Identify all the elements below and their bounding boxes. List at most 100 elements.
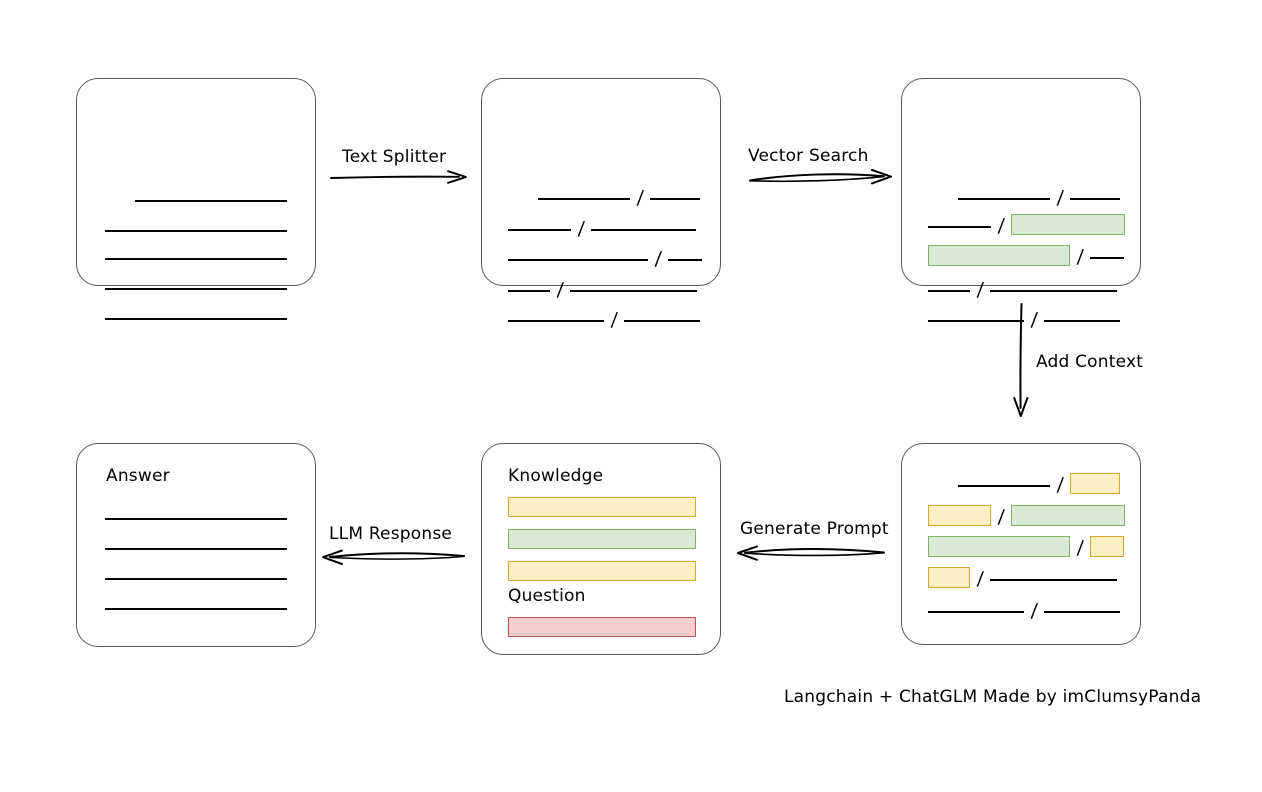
- text-rule: [508, 319, 604, 322]
- split-slash: /: [1056, 186, 1065, 209]
- split-slash: /: [1076, 536, 1085, 559]
- split-slash: /: [976, 278, 985, 301]
- split-slash: /: [636, 186, 645, 209]
- question-bar-red: [508, 617, 696, 637]
- question-label: Question: [508, 586, 586, 606]
- text-rule: [958, 197, 1050, 200]
- text-rule: [570, 289, 698, 292]
- arrow-text-splitter: [330, 170, 467, 184]
- source-document-box[interactable]: [76, 78, 316, 320]
- doc-line: /: [538, 186, 701, 213]
- matched-chunk-green: [1011, 504, 1126, 526]
- answer-rule: [105, 548, 287, 550]
- knowledge-bar-green: [508, 529, 696, 549]
- text-rule: [928, 289, 970, 292]
- context-chunk-yellow: [928, 566, 970, 588]
- text-rule: [928, 610, 1024, 613]
- split-document-box[interactable]: / / / / /: [481, 78, 721, 331]
- answer-rule: [105, 608, 287, 610]
- text-rule: [928, 225, 991, 228]
- source-document-lines: [77, 79, 315, 320]
- matched-chunk-green: [928, 535, 1070, 557]
- doc-line: /: [928, 308, 1121, 335]
- text-rule: [668, 258, 703, 261]
- doc-line: /: [508, 308, 701, 335]
- answer-rule: [105, 578, 287, 580]
- split-slash: /: [997, 505, 1006, 528]
- text-rule: [1070, 197, 1121, 200]
- text-rule: [990, 289, 1118, 292]
- split-slash: /: [976, 567, 985, 590]
- text-rule: [591, 228, 697, 231]
- arrow-llm-response: [322, 549, 465, 565]
- text-rule: [508, 258, 648, 261]
- matched-chunk-green: [1011, 213, 1126, 235]
- text-rule: [1090, 256, 1125, 259]
- knowledge-label: Knowledge: [508, 466, 604, 486]
- split-slash: /: [556, 278, 565, 301]
- footer-credit: Langchain + ChatGLM Made by imClumsyPand…: [784, 687, 1202, 707]
- doc-line: /: [928, 566, 1118, 594]
- vector-matched-document-box[interactable]: / / / / /: [901, 78, 1141, 331]
- text-rule: [958, 484, 1050, 487]
- doc-line: [105, 277, 287, 303]
- split-slash: /: [1030, 599, 1039, 622]
- context-chunk-yellow: [1070, 472, 1121, 494]
- split-slash: /: [1076, 245, 1085, 268]
- text-rule: [508, 289, 550, 292]
- split-slash: /: [654, 247, 663, 270]
- context-document-lines: / / / / /: [902, 444, 1140, 644]
- answer-rule: [105, 518, 287, 520]
- text-rule: [1044, 610, 1121, 613]
- doc-line: /: [508, 217, 697, 244]
- doc-line: /: [928, 535, 1125, 563]
- doc-line: /: [928, 278, 1118, 305]
- prompt-box[interactable]: Knowledge Question: [481, 443, 721, 655]
- doc-line: [105, 307, 287, 333]
- arrow-generate-prompt: [737, 545, 885, 561]
- text-rule: [135, 199, 287, 202]
- text-rule: [928, 319, 1024, 322]
- edge-label-llm-response: LLM Response: [329, 524, 453, 544]
- split-slash: /: [610, 308, 619, 331]
- split-slash: /: [997, 214, 1006, 237]
- context-chunk-yellow: [1090, 535, 1125, 557]
- doc-line: /: [508, 278, 698, 305]
- edge-label-vector-search: Vector Search: [748, 146, 869, 166]
- doc-line: /: [928, 599, 1121, 626]
- knowledge-bar-yellow-1: [508, 497, 696, 517]
- edge-label-add-context: Add Context: [1036, 352, 1144, 372]
- doc-line: /: [928, 504, 1126, 532]
- knowledge-bar-yellow-2: [508, 561, 696, 581]
- doc-line: [105, 219, 287, 245]
- split-document-lines: / / / / /: [482, 79, 720, 331]
- text-rule: [990, 578, 1118, 581]
- doc-line: /: [958, 186, 1121, 213]
- doc-line: /: [508, 247, 703, 274]
- context-document-box[interactable]: / / / / /: [901, 443, 1141, 645]
- vector-matched-lines: / / / / /: [902, 79, 1140, 331]
- edge-label-text-splitter: Text Splitter: [342, 147, 447, 167]
- answer-title: Answer: [106, 466, 170, 486]
- split-slash: /: [1030, 308, 1039, 331]
- doc-line: /: [958, 472, 1121, 500]
- edge-label-generate-prompt: Generate Prompt: [740, 519, 889, 539]
- doc-line: /: [928, 244, 1125, 272]
- text-rule: [1044, 319, 1121, 322]
- text-rule: [105, 317, 287, 320]
- split-slash: /: [577, 217, 586, 240]
- doc-line: [135, 189, 287, 215]
- split-slash: /: [1056, 473, 1065, 496]
- answer-box[interactable]: Answer: [76, 443, 316, 647]
- text-rule: [105, 229, 287, 232]
- text-rule: [105, 257, 287, 260]
- arrow-vector-search: [749, 169, 892, 185]
- text-rule: [508, 228, 571, 231]
- context-chunk-yellow: [928, 504, 991, 526]
- doc-line: [105, 247, 287, 273]
- text-rule: [624, 319, 701, 322]
- text-rule: [650, 197, 701, 200]
- text-rule: [105, 287, 287, 290]
- doc-line: /: [928, 213, 1126, 241]
